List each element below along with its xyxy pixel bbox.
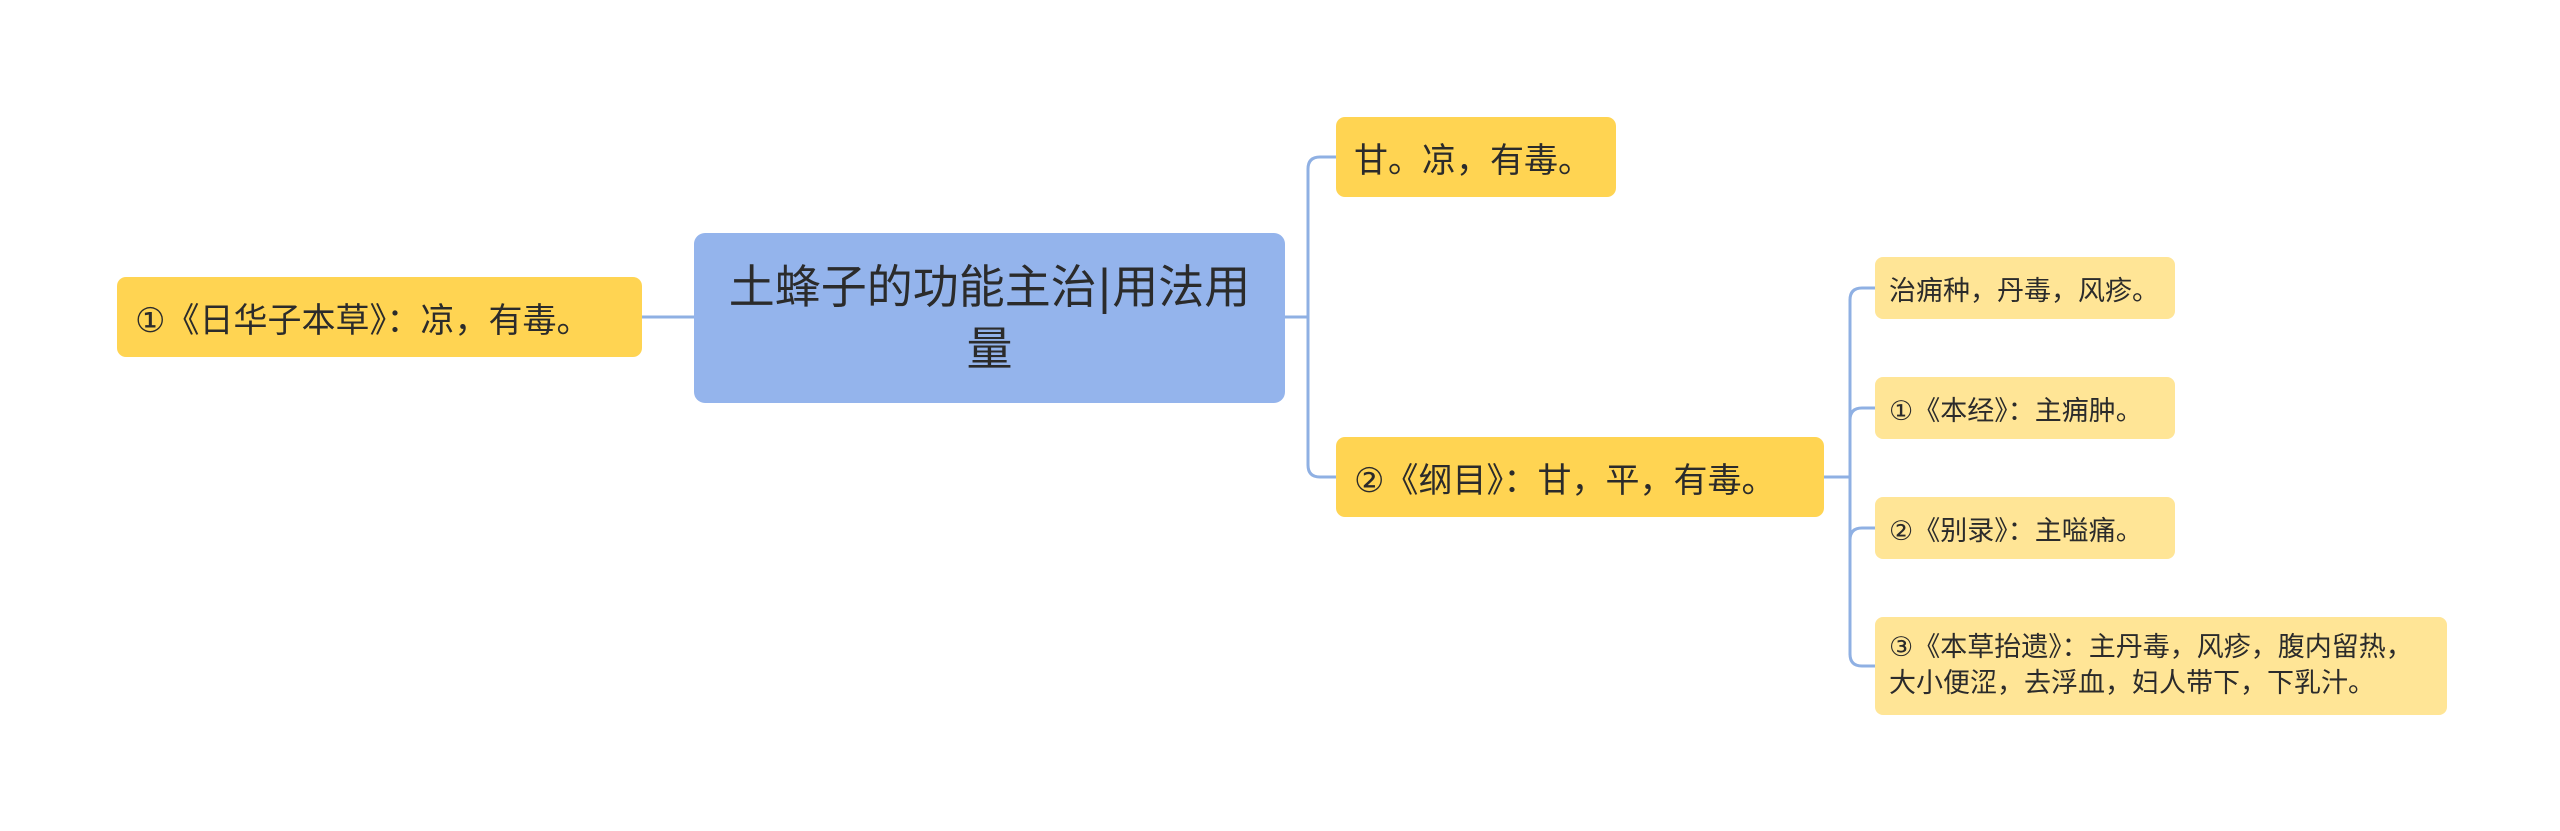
subtopic-benjing-text: ①《本经》：主痈肿。 bbox=[1889, 395, 2143, 427]
subtopic-zhiyong-node[interactable]: 治痈种，丹毒，风疹。 bbox=[1875, 257, 2175, 319]
connector-leaf-3 bbox=[1848, 514, 1877, 541]
topic-rihuazi-node[interactable]: ①《日华子本草》：凉，有毒。 bbox=[117, 277, 642, 357]
topic-gangmu-text: ②《纲目》：甘，平，有毒。 bbox=[1354, 460, 1776, 501]
root-topic-node[interactable]: 土蜂子的功能主治|用法用量 bbox=[694, 233, 1285, 403]
connector-root-right-trunk bbox=[1283, 155, 1338, 479]
subtopic-benjing-node[interactable]: ①《本经》：主痈肿。 bbox=[1875, 377, 2175, 439]
subtopic-bielu-text: ②《别录》：主嗌痛。 bbox=[1889, 515, 2143, 547]
subtopic-zhiyong-text: 治痈种，丹毒，风疹。 bbox=[1889, 275, 2159, 307]
root-topic-text: 土蜂子的功能主治|用法用量 bbox=[728, 260, 1251, 376]
topic-gangmu-node[interactable]: ②《纲目》：甘，平，有毒。 bbox=[1336, 437, 1824, 517]
subtopic-bielu-node[interactable]: ②《别录》：主嗌痛。 bbox=[1875, 497, 2175, 559]
connector-leaf-2 bbox=[1848, 406, 1877, 422]
topic-rihuazi-text: ①《日华子本草》：凉，有毒。 bbox=[135, 300, 591, 341]
subtopic-bencaoshiyi-text: ③《本草抬遗》：主丹毒，风疹，腹内留热，大小便涩，去浮血，妇人带下，下乳汁。 bbox=[1889, 632, 2413, 699]
connector-leaf-4 bbox=[1848, 652, 1877, 668]
connector-leaf-1 bbox=[1848, 286, 1877, 302]
subtopic-bencaoshiyi-node[interactable]: ③《本草抬遗》：主丹毒，风疹，腹内留热，大小便涩，去浮血，妇人带下，下乳汁。 bbox=[1875, 617, 2447, 715]
topic-gan-text: 甘。凉，有毒。 bbox=[1354, 140, 1592, 181]
connector-gangmu-trunk bbox=[1822, 298, 1852, 656]
topic-gan-node[interactable]: 甘。凉，有毒。 bbox=[1336, 117, 1616, 197]
